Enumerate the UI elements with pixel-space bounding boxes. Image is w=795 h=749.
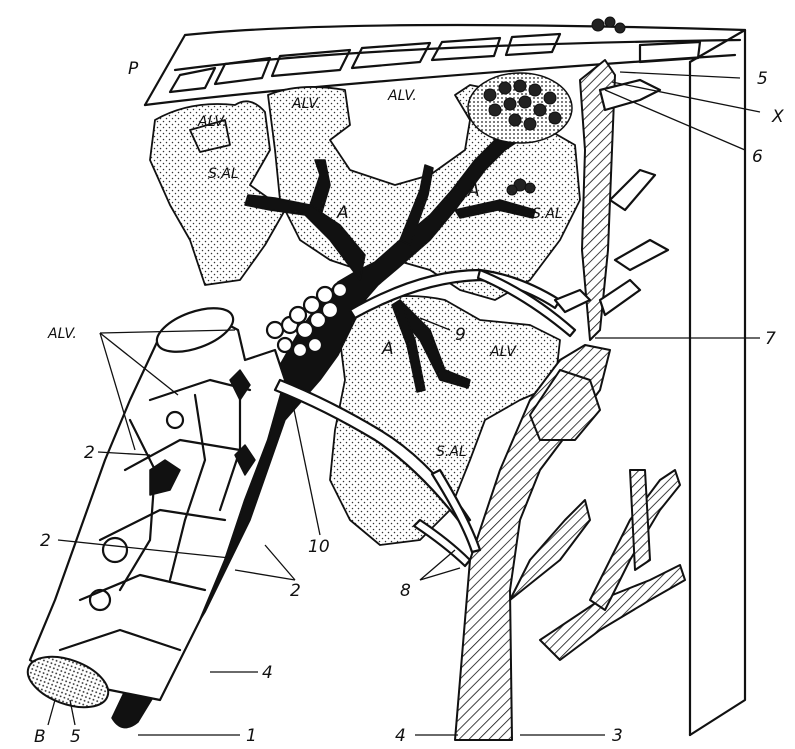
label-5-top: 5: [757, 69, 768, 89]
label-alv-right: ALV: [489, 344, 517, 360]
label-2-b: 2: [40, 531, 51, 551]
label-x: X: [771, 107, 784, 127]
label-9: 9: [455, 325, 466, 345]
label-10: 10: [308, 537, 330, 557]
label-alv-left: ALV.: [47, 326, 77, 342]
label-2-c: 2: [290, 581, 301, 601]
label-4-bottom: 4: [395, 726, 406, 746]
label-a-3: A: [381, 339, 394, 359]
label-b: B: [34, 727, 46, 747]
label-3: 3: [612, 726, 623, 746]
label-5-bottom: 5: [70, 727, 81, 747]
label-sal-1: S.AL: [208, 166, 239, 182]
label-7: 7: [765, 329, 776, 349]
label-6: 6: [752, 147, 763, 167]
label-sal-2: S.AL: [532, 206, 563, 222]
label-1: 1: [246, 726, 257, 746]
label-P: P: [128, 59, 139, 79]
label-sal-3: S.AL: [436, 444, 467, 460]
label-a-2: A: [467, 181, 480, 201]
label-a-1: A: [336, 203, 349, 223]
label-8: 8: [400, 581, 411, 601]
label-alv-1: ALV.: [197, 114, 227, 130]
label-alv-2: ALV.: [291, 96, 321, 112]
label-2-a: 2: [84, 443, 95, 463]
label-alv-3: ALV.: [387, 88, 417, 104]
label-4-left: 4: [262, 663, 273, 683]
